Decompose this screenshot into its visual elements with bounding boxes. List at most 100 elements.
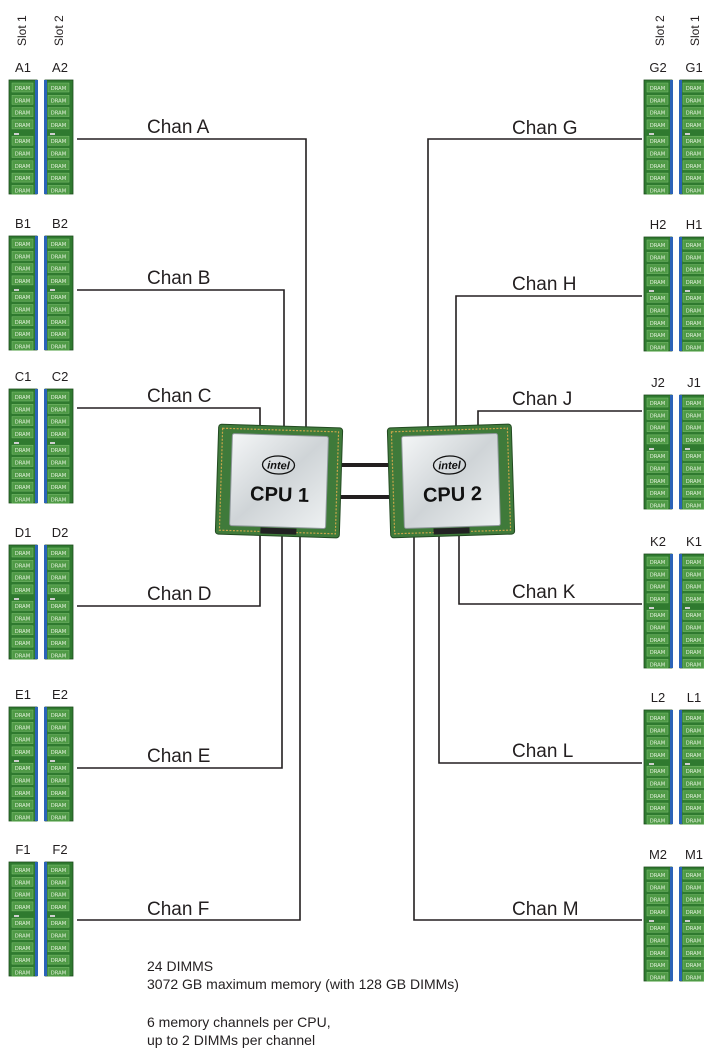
dram-chip (646, 172, 669, 183)
dram-chip-label: DRAM (650, 255, 665, 261)
dram-chip-label: DRAM (15, 152, 30, 158)
dram-chip (11, 107, 34, 117)
dram-chip-label: DRAM (650, 164, 665, 170)
dram-chip (11, 762, 34, 773)
dram-chip-label: DRAM (686, 662, 701, 668)
dram-chip (11, 625, 34, 636)
dram-chip (11, 404, 34, 414)
dram-chip-label: DRAM (51, 725, 66, 731)
dram-chip-label: DRAM (15, 750, 30, 756)
dram-chip-label: DRAM (650, 873, 665, 879)
dram-chip (682, 422, 704, 432)
dram-chip-label: DRAM (650, 98, 665, 104)
dram-chip (11, 547, 34, 558)
dram-chip-label: DRAM (15, 725, 30, 731)
dram-chip-label: DRAM (650, 560, 665, 566)
dram-chip-label: DRAM (686, 467, 701, 473)
dram-chip (682, 972, 704, 982)
cpu-2-logo: intel (438, 460, 462, 473)
dram-chip-label: DRAM (686, 98, 701, 104)
dram-chip-label: DRAM (51, 779, 66, 785)
dram-chip (646, 765, 669, 776)
dram-chip-label: DRAM (15, 576, 30, 582)
dram-chip-label: DRAM (51, 123, 66, 129)
cpu-1: intel CPU 1 (214, 423, 344, 539)
dram-chip (646, 107, 669, 117)
wire-chan-l (438, 535, 642, 764)
channel-label-h: Chan H (512, 274, 576, 295)
dram-chip (47, 107, 70, 117)
dram-chip-label: DRAM (15, 629, 30, 635)
dram-chip (682, 305, 704, 315)
dram-chip-label: DRAM (51, 563, 66, 569)
dram-chip (11, 722, 34, 732)
dram-chip (11, 316, 34, 327)
dram-chip-label: DRAM (686, 597, 701, 603)
dram-chip (646, 659, 669, 669)
dram-chip (682, 450, 704, 461)
dram-chip-label: DRAM (15, 395, 30, 401)
dram-chip (11, 160, 34, 171)
dram-chip-label: DRAM (51, 815, 66, 821)
dram-chip-label: DRAM (650, 926, 665, 932)
dram-chip-label: DRAM (686, 753, 701, 759)
dram-chip-label: DRAM (15, 485, 30, 491)
dram-chip (646, 725, 669, 735)
dram-chip (11, 251, 34, 261)
dram-chip-label: DRAM (686, 650, 701, 656)
dram-chip-label: DRAM (15, 432, 30, 438)
dram-chip-label: DRAM (51, 473, 66, 479)
dimm-label-j1: J1 (687, 375, 701, 390)
dram-chip-label: DRAM (686, 152, 701, 158)
dimm-label-a1: A1 (15, 60, 31, 75)
dram-chip-label: DRAM (686, 728, 701, 734)
dram-chip (682, 659, 704, 669)
dram-chip-label: DRAM (15, 791, 30, 797)
dram-chip-label: DRAM (15, 242, 30, 248)
dram-chip (11, 600, 34, 611)
cpu-2: intel CPU 2 (386, 423, 516, 539)
dram-chip-label: DRAM (650, 613, 665, 619)
dram-chip (11, 263, 34, 273)
dram-chip (646, 593, 669, 604)
dram-chip (11, 481, 34, 492)
dram-chip (646, 790, 669, 801)
dram-chip (682, 765, 704, 776)
dram-chip (682, 778, 704, 788)
dram-chip-label: DRAM (650, 296, 665, 302)
dimm-label-l1: L1 (687, 690, 701, 705)
dimm-label-a2: A2 (52, 60, 68, 75)
dram-chip-label: DRAM (686, 951, 701, 957)
dram-chip (47, 864, 70, 875)
dram-chip (646, 906, 669, 917)
cpu-1-logo: intel (267, 460, 291, 473)
dram-chip (47, 172, 70, 183)
dram-chip-label: DRAM (15, 905, 30, 911)
dram-chip-label: DRAM (51, 629, 66, 635)
dram-chip-label: DRAM (15, 473, 30, 479)
dram-chip (682, 622, 704, 632)
dram-chip-label: DRAM (15, 98, 30, 104)
dram-chip-label: DRAM (15, 308, 30, 314)
dram-chip (646, 410, 669, 420)
dram-chip-label: DRAM (15, 123, 30, 129)
dram-chip-label: DRAM (51, 893, 66, 899)
dram-chip (47, 481, 70, 492)
dram-chip-label: DRAM (686, 975, 701, 981)
wire-chan-m (413, 535, 642, 921)
dram-chip (11, 275, 34, 286)
dram-chip (11, 864, 34, 875)
dram-chip-label: DRAM (686, 111, 701, 117)
dram-chip-label: DRAM (650, 321, 665, 327)
dram-chip-label: DRAM (686, 572, 701, 578)
dram-chip-label: DRAM (15, 320, 30, 326)
dimm-label-j2: J2 (651, 375, 665, 390)
dram-chip-label: DRAM (51, 803, 66, 809)
dram-chip-label: DRAM (686, 123, 701, 129)
